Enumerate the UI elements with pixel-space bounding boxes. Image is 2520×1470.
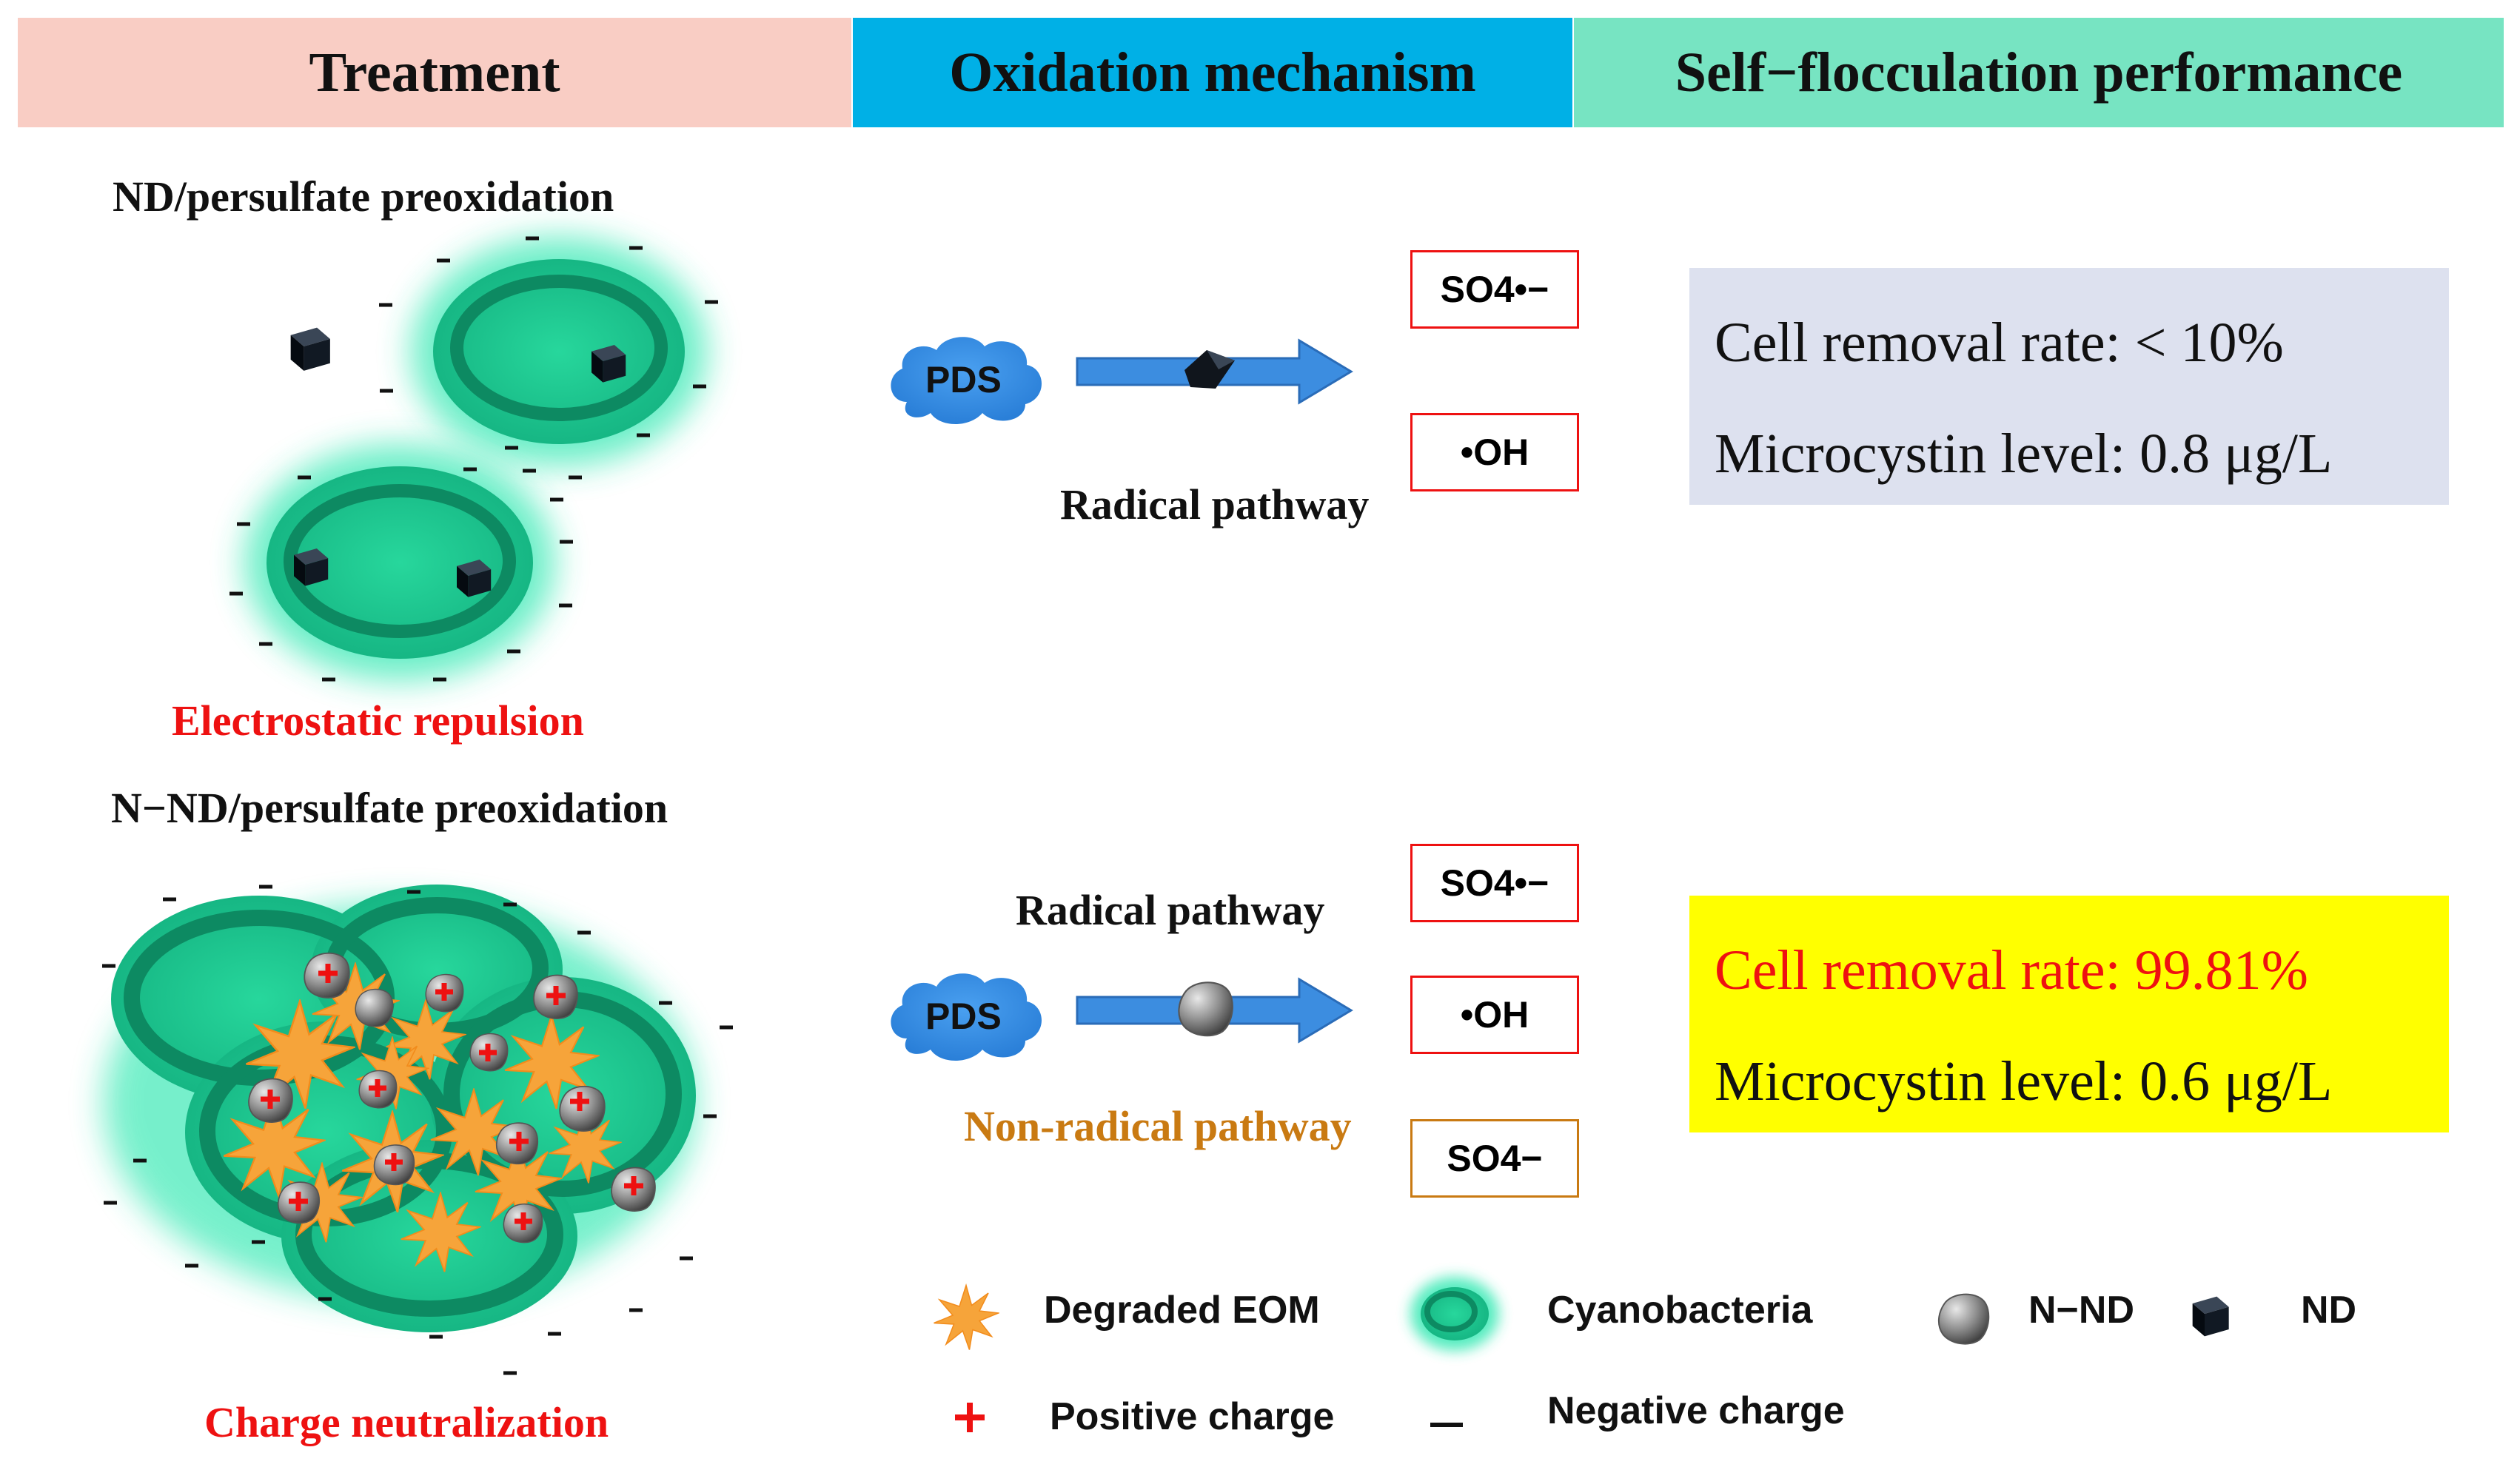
nd-cells-illustration xyxy=(229,236,718,682)
treatment-header: Treatment xyxy=(18,18,851,127)
bottom-caption: Charge neutralization xyxy=(204,1398,609,1446)
top-caption: Electrostatic repulsion xyxy=(172,697,584,745)
legend-negative-charge-label: Negative charge xyxy=(1547,1389,1845,1432)
nd-catalyst-icon xyxy=(1184,350,1235,389)
legend-nd-label: ND xyxy=(2301,1289,2357,1332)
oxidation-header-label: Oxidation mechanism xyxy=(949,41,1476,104)
top-result-panel: Cell removal rate: < 10% Microcystin lev… xyxy=(1689,268,2449,505)
negative-charges xyxy=(102,885,733,1375)
cell-wall xyxy=(450,275,668,421)
sulfate-nonradical-label: SO4− xyxy=(1447,1138,1543,1179)
bottom-pds-label: PDS xyxy=(925,996,1002,1037)
top-pds-label: PDS xyxy=(925,359,1002,400)
performance-header-label: Self−flocculation performance xyxy=(1675,41,2403,104)
nd-cube-icon xyxy=(294,548,329,586)
negative-charges xyxy=(229,236,718,682)
legend-positive-charge-label: Positive charge xyxy=(1050,1395,1335,1438)
top-treatment-title: ND/persulfate preoxidation xyxy=(113,172,614,221)
hydroxyl-radical-label: •OH xyxy=(1460,994,1529,1036)
cyanobacteria-icon xyxy=(1410,1277,1499,1351)
sulfate-radical-label: SO4•− xyxy=(1440,862,1549,904)
cell-wall xyxy=(284,484,516,638)
bottom-pds-cloud xyxy=(891,973,1042,1061)
top-radical-pathway-label: Radical pathway xyxy=(1060,480,1370,528)
legend-degraded-eom-label: Degraded EOM xyxy=(1044,1289,1320,1332)
sulfate-radical-label: SO4•− xyxy=(1440,269,1549,310)
top-hydroxyl-radical-box: •OH xyxy=(1410,413,1579,491)
nnd-cells-illustration xyxy=(102,885,733,1375)
bottom-result-panel: Cell removal rate: 99.81% Microcystin le… xyxy=(1689,896,2449,1132)
positive-charges xyxy=(261,964,643,1230)
oxidation-mechanism-header: Oxidation mechanism xyxy=(853,18,1572,127)
nd-icon xyxy=(2192,1296,2229,1337)
bottom-sulfate-radical-box: SO4•− xyxy=(1410,844,1579,922)
legend-cyanobacteria-label: Cyanobacteria xyxy=(1547,1289,1813,1332)
bottom-nonradical-pathway-label: Non-radical pathway xyxy=(964,1102,1352,1150)
bottom-microcystin-level: Microcystin level: 0.6 μg/L xyxy=(1715,1050,2333,1112)
nd-cube-icon xyxy=(290,327,330,371)
bottom-hydroxyl-radical-box: •OH xyxy=(1410,976,1579,1054)
nnd-icon xyxy=(1937,1293,1990,1345)
top-cell-removal-rate: Cell removal rate: < 10% xyxy=(1715,312,2284,374)
nd-cube-icon xyxy=(592,345,626,383)
bottom-sulfate-nonradical-box: SO4− xyxy=(1410,1119,1579,1198)
treatment-header-label: Treatment xyxy=(309,41,560,104)
bottom-radical-pathway-label: Radical pathway xyxy=(1016,886,1325,934)
positive-charge-icon xyxy=(955,1403,985,1432)
bottom-treatment-title: N−ND/persulfate preoxidation xyxy=(111,784,668,832)
degraded-eom-icon xyxy=(933,1284,999,1351)
hydroxyl-radical-label: •OH xyxy=(1460,432,1529,473)
top-sulfate-radical-box: SO4•− xyxy=(1410,250,1579,329)
top-pds-cloud xyxy=(891,337,1042,424)
negative-charge-icon xyxy=(1430,1423,1463,1427)
performance-header: Self−flocculation performance xyxy=(1574,18,2504,127)
nnd-catalyst-icon xyxy=(1178,981,1233,1037)
bottom-cell-removal-rate: Cell removal rate: 99.81% xyxy=(1715,939,2308,1001)
legend-nnd-label: N−ND xyxy=(2028,1289,2135,1332)
top-microcystin-level: Microcystin level: 0.8 μg/L xyxy=(1715,423,2333,485)
nd-cube-icon xyxy=(457,560,492,597)
